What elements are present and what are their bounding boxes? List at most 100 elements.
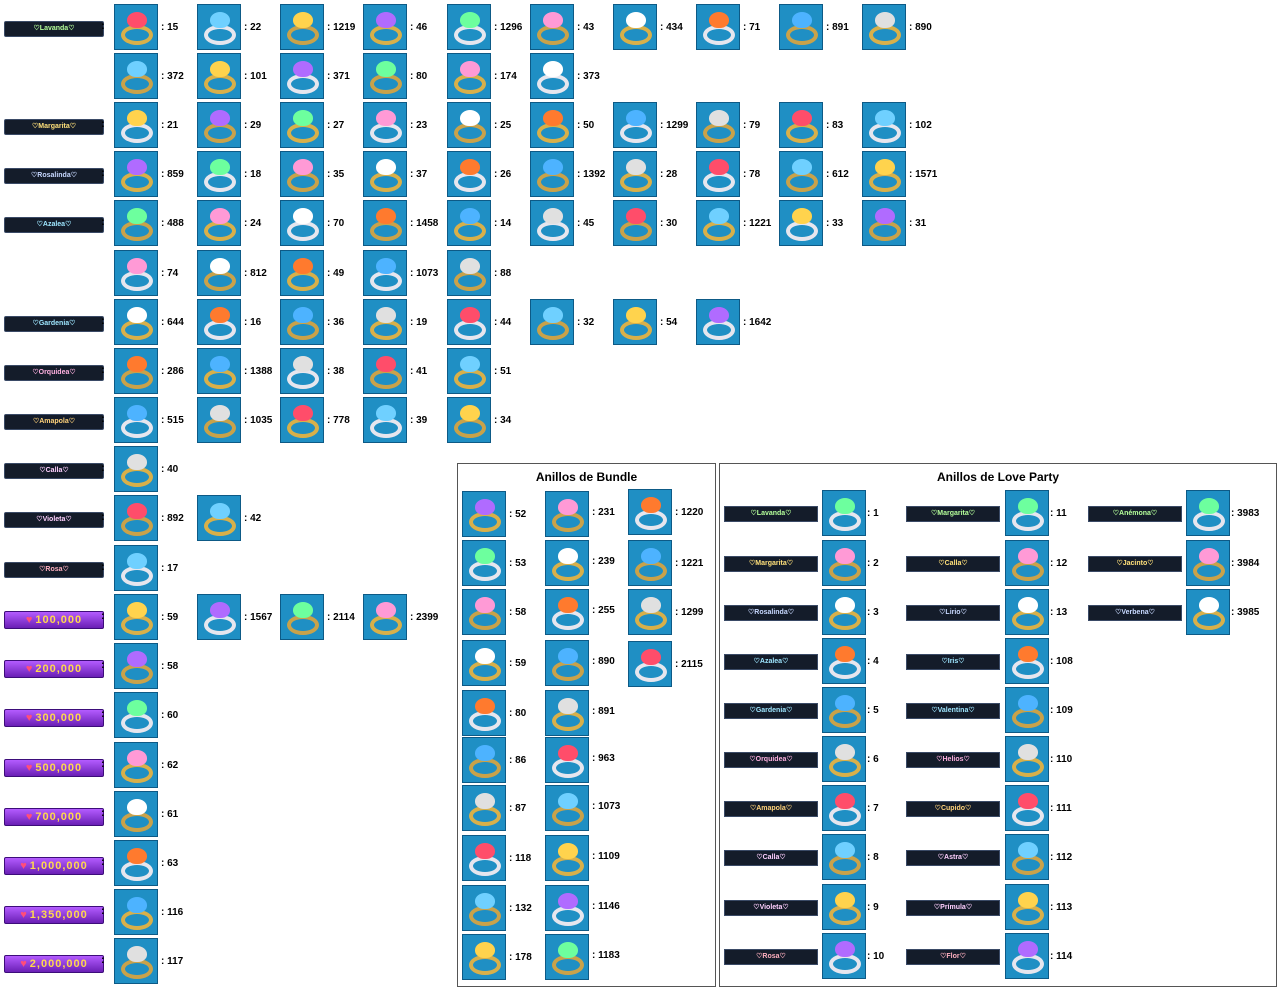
ring-ee-icon[interactable] [114, 495, 158, 541]
apple-icon[interactable] [280, 200, 324, 246]
party-ring-icon[interactable] [1186, 490, 1230, 536]
ring-cc-icon[interactable] [280, 397, 324, 443]
party-ring-icon[interactable] [822, 884, 866, 930]
toast-icon[interactable] [696, 151, 740, 197]
bun-icon[interactable] [280, 4, 324, 50]
party-ring-icon[interactable] [1005, 490, 1049, 536]
bundle-ring-icon[interactable] [545, 589, 589, 635]
bundle-ring-icon[interactable] [462, 690, 506, 736]
bee-icon[interactable] [363, 594, 407, 640]
infinity-icon[interactable] [114, 151, 158, 197]
ring-p-icon[interactable] [779, 151, 823, 197]
ring-jj-icon[interactable] [280, 594, 324, 640]
boat-icon[interactable] [447, 250, 491, 296]
party-ring-icon[interactable] [1005, 736, 1049, 782]
party-ring-icon[interactable] [1005, 687, 1049, 733]
bundle-ring-icon[interactable] [462, 737, 506, 783]
clover-icon[interactable] [613, 151, 657, 197]
ring-dd-icon[interactable] [363, 397, 407, 443]
bear-icon[interactable] [114, 53, 158, 99]
ring-q-icon[interactable] [114, 200, 158, 246]
ring-n-icon[interactable] [447, 151, 491, 197]
ring-oo-icon[interactable] [114, 840, 158, 886]
ring-hh-icon[interactable] [114, 594, 158, 640]
mush-icon[interactable] [613, 200, 657, 246]
flower-icon[interactable] [280, 102, 324, 148]
party-ring-icon[interactable] [822, 540, 866, 586]
ring-h-icon[interactable] [363, 102, 407, 148]
bundle-ring-icon[interactable] [545, 835, 589, 881]
bundle-ring-icon[interactable] [462, 835, 506, 881]
bundle-ring-icon[interactable] [545, 737, 589, 783]
frog-icon[interactable] [862, 200, 906, 246]
jade-icon[interactable] [114, 348, 158, 394]
wing-icon[interactable] [363, 53, 407, 99]
ring-e-icon[interactable] [862, 4, 906, 50]
ring-x-icon[interactable] [197, 299, 241, 345]
party-ring-icon[interactable] [822, 736, 866, 782]
star-icon[interactable] [197, 53, 241, 99]
party-ring-icon[interactable] [1005, 540, 1049, 586]
party-ring-icon[interactable] [822, 589, 866, 635]
ring-ll-icon[interactable] [114, 692, 158, 738]
moon-icon[interactable] [197, 250, 241, 296]
ring-l-icon[interactable] [779, 102, 823, 148]
party-ring-icon[interactable] [1005, 785, 1049, 831]
pearl-icon[interactable] [114, 446, 158, 492]
ring-w-icon[interactable] [114, 299, 158, 345]
bundle-ring-icon[interactable] [628, 489, 672, 535]
ring-m-icon[interactable] [197, 151, 241, 197]
bundle-ring-icon[interactable] [628, 641, 672, 687]
chick-icon[interactable] [447, 200, 491, 246]
party-ring-icon[interactable] [1005, 884, 1049, 930]
ring-i-icon[interactable] [447, 102, 491, 148]
ring-gg-icon[interactable] [114, 545, 158, 591]
sheep-icon[interactable] [280, 250, 324, 296]
dolphin-icon[interactable] [862, 102, 906, 148]
ring-bb-icon[interactable] [280, 348, 324, 394]
leaf-icon[interactable] [280, 151, 324, 197]
ring-nn-icon[interactable] [114, 791, 158, 837]
ring-j-icon[interactable] [613, 102, 657, 148]
party-ring-icon[interactable] [822, 785, 866, 831]
bundle-ring-icon[interactable] [462, 589, 506, 635]
bundle-ring-icon[interactable] [545, 491, 589, 537]
ring-y-icon[interactable] [363, 299, 407, 345]
elephant-icon[interactable] [363, 151, 407, 197]
ring-ii-icon[interactable] [197, 594, 241, 640]
ring-t-icon[interactable] [696, 200, 740, 246]
party-ring-icon[interactable] [1005, 638, 1049, 684]
party-ring-icon[interactable] [1005, 933, 1049, 979]
ring-d-icon[interactable] [779, 4, 823, 50]
ring-z-icon[interactable] [447, 299, 491, 345]
bundle-ring-icon[interactable] [545, 934, 589, 980]
bundle-ring-icon[interactable] [462, 491, 506, 537]
guitar-icon[interactable] [862, 151, 906, 197]
party-ring-icon[interactable] [822, 638, 866, 684]
crown-icon[interactable] [613, 299, 657, 345]
bundle-ring-icon[interactable] [462, 640, 506, 686]
ring-u-icon[interactable] [114, 250, 158, 296]
ring-ff-icon[interactable] [197, 495, 241, 541]
bundle-ring-icon[interactable] [462, 785, 506, 831]
ring-s-icon[interactable] [363, 200, 407, 246]
orb-icon[interactable] [447, 397, 491, 443]
snow-icon[interactable] [363, 348, 407, 394]
cake-icon[interactable] [363, 4, 407, 50]
dolphin2-icon[interactable] [197, 348, 241, 394]
ring-a-icon[interactable] [114, 4, 158, 50]
bundle-ring-icon[interactable] [628, 589, 672, 635]
bundle-ring-icon[interactable] [545, 640, 589, 686]
bundle-ring-icon[interactable] [545, 885, 589, 931]
heart-r-icon[interactable] [530, 102, 574, 148]
ring-r-icon[interactable] [197, 200, 241, 246]
heart-o-icon[interactable] [280, 53, 324, 99]
house-icon[interactable] [197, 397, 241, 443]
party-ring-icon[interactable] [822, 834, 866, 880]
cup-icon[interactable] [114, 397, 158, 443]
horse-icon[interactable] [280, 299, 324, 345]
party-ring-icon[interactable] [1186, 589, 1230, 635]
panda-icon[interactable] [530, 200, 574, 246]
party-ring-icon[interactable] [822, 933, 866, 979]
watch-icon[interactable] [696, 299, 740, 345]
